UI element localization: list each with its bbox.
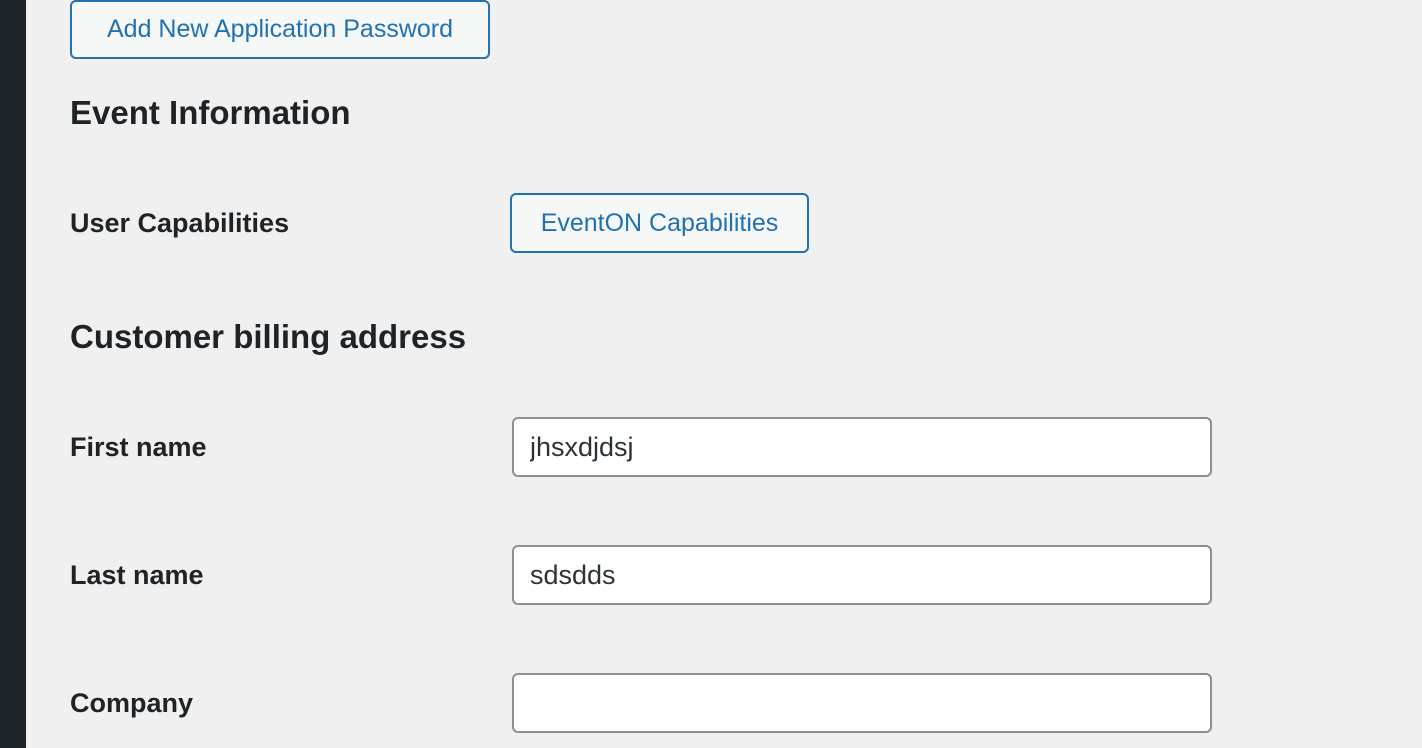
company-input[interactable] [512,673,1212,733]
company-label: Company [70,688,194,718]
first-name-input[interactable] [512,417,1212,477]
add-new-application-password-button[interactable]: Add New Application Password [70,0,490,59]
customer-billing-address-heading: Customer billing address [70,318,467,355]
last-name-input[interactable] [512,545,1212,605]
user-capabilities-label: User Capabilities [70,208,290,238]
profile-content: Add New Application Password Event Infor… [26,0,1422,748]
event-information-heading: Event Information [70,94,351,131]
last-name-label: Last name [70,560,204,590]
eventon-capabilities-button[interactable]: EventON Capabilities [510,193,809,253]
first-name-label: First name [70,432,207,462]
admin-menu-sidebar [0,0,26,748]
